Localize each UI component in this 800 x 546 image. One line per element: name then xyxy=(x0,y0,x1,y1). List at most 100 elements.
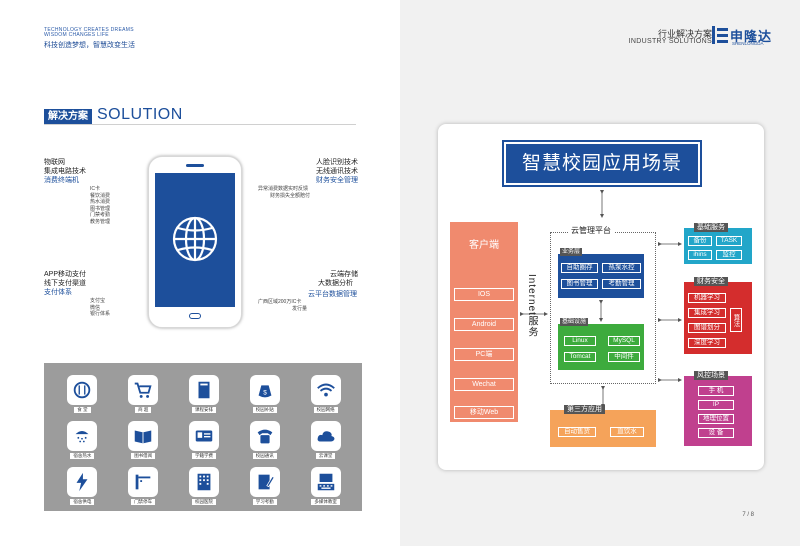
diagram-connectors xyxy=(520,190,682,408)
infra-item: Linux xyxy=(564,336,596,346)
third-party-block: 第三方应用 自动售货 直饮水 xyxy=(550,405,656,447)
lightning-icon xyxy=(67,467,98,497)
internet-label: Internet服务 xyxy=(526,274,537,338)
open-book-icon xyxy=(128,421,159,451)
client-android: Android xyxy=(454,318,514,331)
basic-service-item: 监控 xyxy=(716,250,742,260)
service-tile: $ 校园补贴 xyxy=(236,371,293,413)
building-icon xyxy=(188,467,219,497)
feature-cloud-subs: 广西区域200万IC卡 发行量 xyxy=(258,299,308,312)
service-tile-label: 宿舍供电 xyxy=(70,499,95,505)
algorithm-label: 算法 xyxy=(730,308,742,332)
food-icon xyxy=(67,375,98,405)
finance-item: 图谱划分 xyxy=(688,323,726,333)
service-tile: 学习考勤 xyxy=(236,463,293,505)
business-item: 热泵水控 xyxy=(602,263,641,273)
left-page: TECHNOLOGY CREATES DREAMS WISDOM CHANGES… xyxy=(44,27,362,511)
client-pc: PC端 xyxy=(454,348,514,361)
business-item: 图书管理 xyxy=(561,279,598,289)
service-tile: 宿舍热水 xyxy=(54,417,111,459)
finance-item: 集成学习 xyxy=(688,308,726,318)
service-tile-label: 商 超 xyxy=(135,407,152,413)
service-tile: 校园医院 xyxy=(176,463,233,505)
service-tile-label: 学籍学费 xyxy=(191,453,216,459)
service-tile-label: 多媒体教室 xyxy=(311,499,340,505)
infra-item: Tomcat xyxy=(564,352,596,362)
client-block: 客户端 IOS Android PC端 Wechat 移动Web xyxy=(450,222,518,422)
risk-label: 风控场景 xyxy=(694,371,728,380)
svg-text:$: $ xyxy=(263,390,267,397)
service-tile-label: 云课堂 xyxy=(315,453,336,459)
service-tile: 宿舍供电 xyxy=(54,463,111,505)
basic-service-item: TASK xyxy=(716,236,742,246)
section-tag: 解决方案 xyxy=(44,109,92,125)
section-title: SOLUTION xyxy=(97,106,183,123)
cart-icon xyxy=(128,375,159,405)
phone-speaker xyxy=(186,164,204,167)
pen-icon xyxy=(249,467,280,497)
phone-icon xyxy=(249,421,280,451)
id-card-icon xyxy=(188,421,219,451)
diagram-card: 智慧校园应用场景 客户端 IOS Android PC端 xyxy=(438,124,764,470)
third-party-item: 直饮水 xyxy=(610,427,644,437)
phone-home-button xyxy=(189,313,201,319)
feature-payment-subs: 支付宝 微信 银行体系 xyxy=(90,298,111,317)
page-number: 7 / 8 xyxy=(742,512,754,518)
phone-illustration xyxy=(148,156,242,328)
wifi-icon xyxy=(310,375,341,405)
globe-icon xyxy=(172,216,218,262)
keyboard-icon xyxy=(310,467,341,497)
cloud-icon xyxy=(310,421,341,451)
business-item: 考勤管理 xyxy=(602,279,641,289)
third-party-item: 自动售货 xyxy=(558,427,596,437)
service-icon-grid: 食 堂 商 超 课程安排 $ 校园补贴 校园网络宿舍热水 图书借阅 学籍学费 校园通讯 云课堂宿舍… xyxy=(54,371,354,505)
infra-item: MySQL xyxy=(608,336,640,346)
service-tile: 校园通讯 xyxy=(236,417,293,459)
logo-text: 申隆达 xyxy=(730,29,773,44)
header-cn: 行业解决方案 xyxy=(657,29,712,39)
service-tile-label: 校园网络 xyxy=(313,407,338,413)
service-tile-label: 食 堂 xyxy=(74,407,91,413)
service-tile: 食 堂 xyxy=(54,371,111,413)
feature-face-recognition: 人脸识别技术 无线通讯技术 财务安全管理 xyxy=(316,159,358,184)
service-tile-label: 校园补贴 xyxy=(252,407,277,413)
service-tile: 校园网络 xyxy=(297,371,354,413)
service-tile-label: 宿舍热水 xyxy=(70,453,95,459)
service-tile-label: 图书借阅 xyxy=(131,453,156,459)
basic-services-label: 基础服务 xyxy=(694,223,728,232)
client-ios: IOS xyxy=(454,288,514,301)
phone-screen xyxy=(155,173,235,307)
shower-icon xyxy=(67,421,98,451)
risk-item: 设 备 xyxy=(698,428,734,438)
infra-item: 中间件 xyxy=(608,352,640,362)
service-tile: 学籍学费 xyxy=(176,417,233,459)
business-layer: 业务层 自助圈存 热泵水控 图书管理 考勤管理 xyxy=(558,248,644,298)
feature-face-subs: 异常消费数据实时反馈 财务损失全额赔付 xyxy=(258,186,311,199)
feature-cloud-highlight: 云平台数据管理 xyxy=(308,291,357,298)
finance-label: 财务安全 xyxy=(694,277,728,286)
client-mobile-web: 移动Web xyxy=(454,406,514,419)
feature-iot: 物联网 集成电路技术 消费终端机 xyxy=(44,159,86,184)
tagline-cn: 科技创造梦想，智慧改变生活 xyxy=(44,42,135,49)
service-tile-label: 校园通讯 xyxy=(252,453,277,459)
risk-control-block: 风控场景 手 机 IP 地理位置 设 备 xyxy=(684,371,752,446)
client-heading: 客户端 xyxy=(469,240,499,251)
cloud-label: 云管理平台 xyxy=(568,225,614,236)
basic-services-block: 基础服务 备份 TASK ihins 监控 xyxy=(684,223,752,264)
infra-label: 基础设施 xyxy=(560,318,589,326)
service-tile-label: 学习考勤 xyxy=(252,499,277,505)
right-page: 行业解决方案 INDUSTRY SOLUTIONS 申隆达 SHENLONGDA… xyxy=(400,0,800,546)
service-tile: 商 超 xyxy=(115,371,172,413)
service-tile: 图书借阅 xyxy=(115,417,172,459)
header-en: INDUSTRY SOLUTIONS xyxy=(628,38,712,45)
feature-cloud: 云端存储 大数据分析 xyxy=(318,271,358,287)
moneybag-icon: $ xyxy=(249,375,280,405)
service-tile: 云课堂 xyxy=(297,417,354,459)
finance-item: 深度学习 xyxy=(688,338,726,348)
logo-subtext: SHENLONGDA xyxy=(732,41,764,46)
section-divider xyxy=(44,124,356,125)
service-tile-label: 课程安排 xyxy=(191,407,216,413)
tagline-en: TECHNOLOGY CREATES DREAMS WISDOM CHANGES… xyxy=(44,27,134,38)
feature-iot-subs: IC卡 餐饮消费 热水消费 图书管理 门禁考勤 教务管理 xyxy=(90,186,111,225)
finance-item: 机器学习 xyxy=(688,293,726,303)
